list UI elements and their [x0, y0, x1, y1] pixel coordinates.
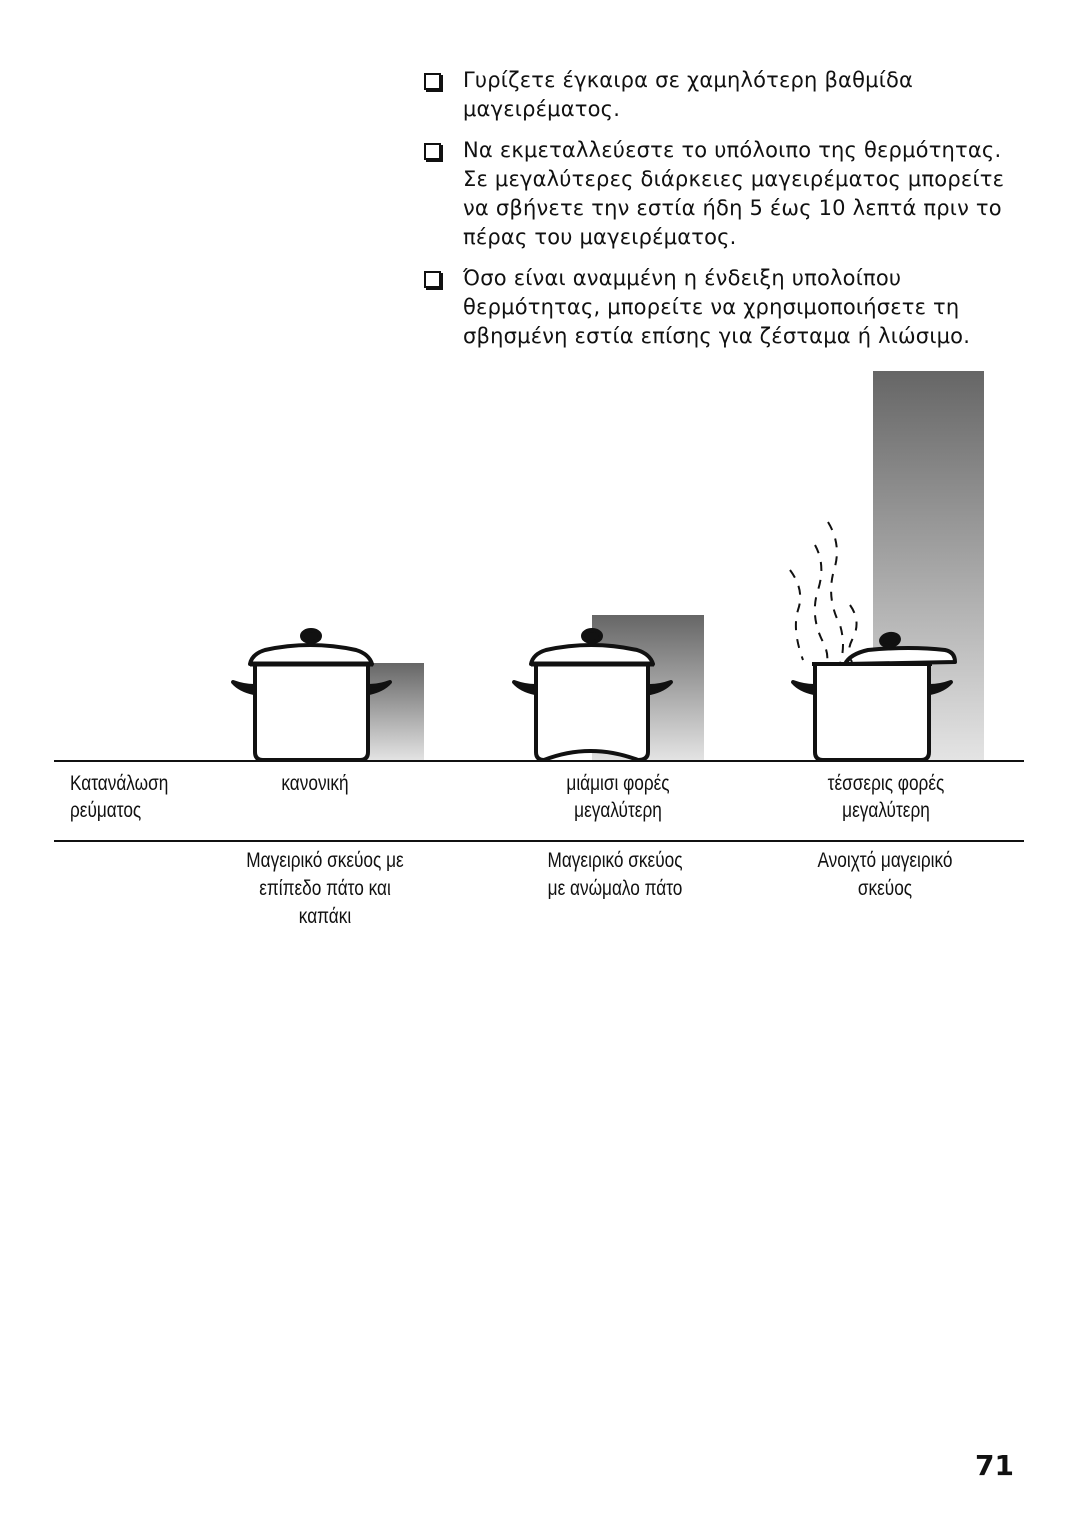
checkbox-bullet-icon [424, 143, 441, 160]
pot-type-line: σκεύος [857, 877, 913, 900]
consumption-line: μεγαλύτερη [842, 799, 930, 822]
flat-pot-with-lid-icon [231, 628, 392, 762]
checkbox-bullet-icon [424, 73, 441, 90]
pot-type-line: με ανώμαλο πάτο [547, 877, 683, 900]
bullet-text: Γυρίζετε έγκαιρα σε χαμηλότερη βαθμίδα μ… [463, 68, 914, 121]
uneven-bottom-pot-icon [512, 628, 673, 762]
consumption-line: μεγαλύτερη [574, 799, 662, 822]
checkbox-bullet-icon [424, 271, 441, 288]
consumption-one-and-half-label: μιάμισι φορές μεγαλύτερη [528, 770, 708, 824]
row-header-line: Κατανάλωση [70, 772, 169, 795]
row-header-consumption: Κατανάλωση ρεύματος [70, 770, 168, 824]
bullet-item: Γυρίζετε έγκαιρα σε χαμηλότερη βαθμίδα μ… [422, 66, 1032, 124]
consumption-four-times-label: τέσσερις φορές μεγαλύτερη [796, 770, 976, 824]
consumption-line: τέσσερις φορές [827, 772, 945, 795]
steam-icon [789, 521, 858, 665]
energy-consumption-illustration [54, 371, 1024, 762]
bullet-list: Γυρίζετε έγκαιρα σε χαμηλότερη βαθμίδα μ… [422, 66, 1032, 363]
pot-type-uneven-label: Μαγειρικό σκεύος με ανώμαλο πάτο [513, 847, 718, 903]
consumption-line: κανονική [281, 772, 349, 795]
consumption-normal-label: κανονική [254, 770, 377, 797]
consumption-line: μιάμισι φορές [566, 772, 670, 795]
row-header-line: ρεύματος [70, 799, 142, 822]
pot-type-line: Μαγειρικό σκεύος με [246, 849, 404, 872]
pot-type-line: καπάκι [298, 905, 352, 928]
bullet-item: Όσο είναι αναμμένη η ένδειξη υπολοίπου θ… [422, 264, 1032, 351]
open-pot-icon [791, 631, 957, 762]
pot-type-line: Μαγειρικό σκεύος [547, 849, 683, 872]
pot-type-flat-label: Μαγειρικό σκεύος με επίπεδο πάτο και καπ… [223, 847, 428, 931]
bullet-item: Να εκμεταλλεύεστε το υπόλοιπο της θερμότ… [422, 136, 1032, 252]
pot-type-line: επίπεδο πάτο και [259, 877, 391, 900]
bullet-text: Να εκμεταλλεύεστε το υπόλοιπο της θερμότ… [463, 138, 1005, 249]
table-bottom-rule [54, 840, 1024, 842]
pot-type-line: Ανοιχτό μαγειρικό [817, 849, 953, 872]
page-number: 71 [975, 1449, 1014, 1482]
pot-type-open-label: Ανοιχτό μαγειρικό σκεύος [783, 847, 988, 903]
bullet-text: Όσο είναι αναμμένη η ένδειξη υπολοίπου θ… [463, 266, 971, 348]
